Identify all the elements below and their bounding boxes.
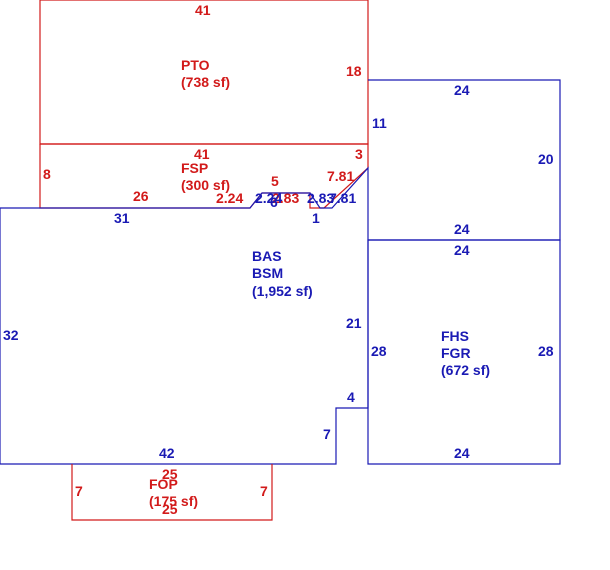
fhs-code-label: FHS	[441, 328, 469, 344]
bas-left-dimension: 32	[3, 327, 19, 343]
fsp-right-dimension: 3	[355, 146, 363, 162]
upper-wing-outline	[368, 79, 561, 241]
fsp-step-dimension: 5	[271, 173, 279, 189]
upper-right-dimension: 20	[538, 151, 554, 167]
fhs-bottom-dimension: 24	[454, 445, 470, 461]
fop-right-dimension: 7	[260, 483, 268, 499]
bsm-code-label: BSM	[252, 265, 283, 281]
pto-area-label: (738 sf)	[181, 74, 230, 90]
fhs-top-dimension: 24	[454, 242, 470, 258]
bas-step-dimension-a: 2.24	[255, 190, 282, 206]
bas-outline	[0, 166, 369, 465]
fsp-bottom-dimension: 26	[133, 188, 149, 204]
fsp-area-label: (300 sf)	[181, 177, 230, 193]
fop-outline	[71, 464, 273, 521]
fop-code-label: FOP	[149, 476, 178, 492]
bas-code-label: BAS	[252, 248, 282, 264]
bas-area-label: (1,952 sf)	[252, 283, 313, 299]
pto-right-dimension: 18	[346, 63, 362, 79]
fgr-code-label: FGR	[441, 345, 471, 361]
fsp-small-dimension: 2.83	[272, 190, 299, 206]
bas-step-dimension-b: 6	[270, 194, 278, 210]
bas-bottom-dimension: 42	[159, 445, 175, 461]
upper-top-dimension: 24	[454, 82, 470, 98]
bas-notch-vertical-dimension: 7	[323, 426, 331, 442]
bas-one-dimension: 1	[312, 210, 320, 226]
bas-top-left-dimension: 31	[114, 210, 130, 226]
bas-diagonal-dimension: 7.81	[329, 190, 356, 206]
fsp-diagonal-right-dimension: 7.81	[327, 168, 354, 184]
fhs-right-dimension: 28	[538, 343, 554, 359]
bas-right-top-dimension: 11	[372, 115, 387, 131]
fhs-left-dimension: 28	[371, 343, 387, 359]
pto-top-dimension: 41	[195, 2, 211, 18]
fsp-top-dimension: 41	[194, 146, 210, 162]
fop-area-label: (175 sf)	[149, 493, 198, 509]
fsp-left-dimension: 8	[43, 166, 51, 182]
fop-left-dimension: 7	[75, 483, 83, 499]
upper-bottom-dimension: 24	[454, 221, 470, 237]
bas-notch-horizontal-dimension: 4	[347, 389, 355, 405]
fop-bottom-dimension: 25	[162, 501, 178, 517]
fsp-diagonal-left-dimension: 2.24	[216, 190, 243, 206]
fop-top-dimension: 25	[162, 466, 178, 482]
pto-code-label: PTO	[181, 57, 210, 73]
bas-step-dimension-c: 2.83	[307, 190, 334, 206]
fhs-area-label: (672 sf)	[441, 362, 490, 378]
fsp-code-label: FSP	[181, 160, 208, 176]
bas-right-upper-dimension: 21	[346, 315, 362, 331]
fhs-outline	[367, 239, 561, 465]
